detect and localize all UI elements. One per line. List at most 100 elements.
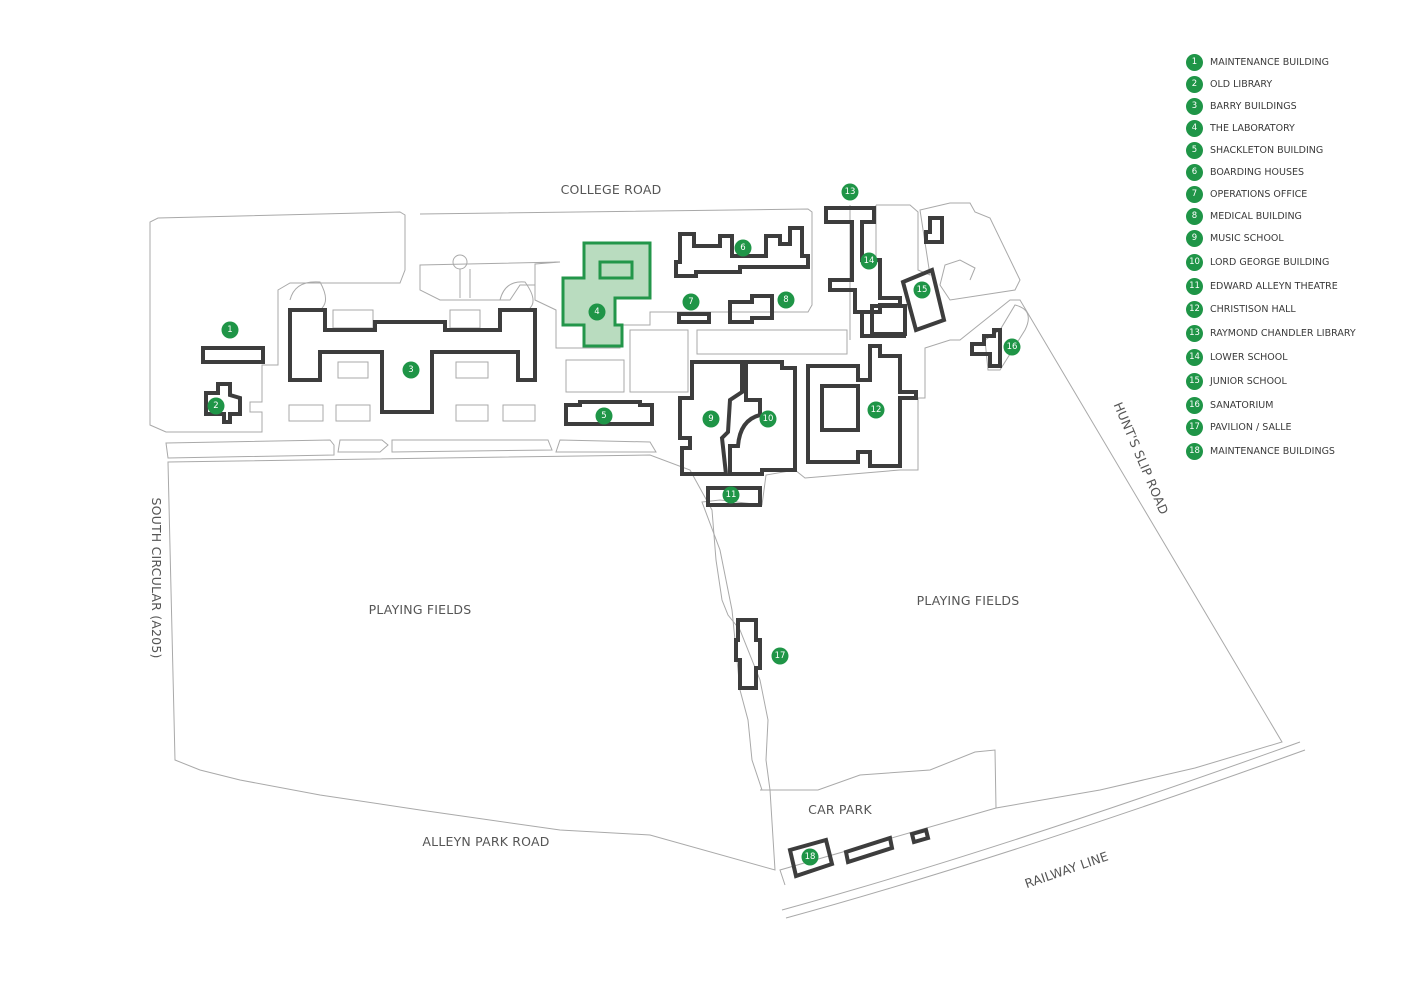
legend-item-11[interactable]: 11 EDWARD ALLEYN THEATRE xyxy=(1186,277,1338,295)
building-3-barry-buildings xyxy=(288,308,537,414)
court xyxy=(449,309,481,329)
legend-number-badge: 14 xyxy=(1186,348,1203,366)
svg-text:12: 12 xyxy=(871,405,882,415)
legend-item-9[interactable]: 9 MUSIC SCHOOL xyxy=(1186,229,1284,247)
svg-text:11: 11 xyxy=(726,490,737,500)
marker-3[interactable]: 3 xyxy=(402,361,420,379)
building-12-christison-hall xyxy=(806,344,918,468)
marker-14[interactable]: 14 xyxy=(860,252,878,270)
svg-text:13: 13 xyxy=(845,187,856,197)
site-outlines xyxy=(149,202,1306,919)
legend-number-badge: 7 xyxy=(1186,185,1203,203)
legend-number-badge: 6 xyxy=(1186,163,1203,181)
legend-number-badge: 11 xyxy=(1186,277,1203,295)
marker-4[interactable]: 4 xyxy=(588,303,606,321)
legend-number-badge: 8 xyxy=(1186,207,1203,225)
marker-10[interactable]: 10 xyxy=(759,410,777,428)
legend-number-badge: 1 xyxy=(1186,53,1203,71)
legend-number-badge: 18 xyxy=(1186,442,1203,460)
building-markers: 1 2 3 4 5 6 7 8 9 10 11 12 13 14 15 16 1… xyxy=(207,183,1021,866)
svg-text:7: 7 xyxy=(688,297,693,307)
marker-11[interactable]: 11 xyxy=(722,486,740,504)
marker-7[interactable]: 7 xyxy=(682,293,700,311)
court xyxy=(332,309,374,329)
marker-6[interactable]: 6 xyxy=(734,239,752,257)
court xyxy=(629,329,689,393)
marker-13[interactable]: 13 xyxy=(841,183,859,201)
legend-label: RAYMOND CHANDLER LIBRARY xyxy=(1210,327,1356,339)
legend-label: MUSIC SCHOOL xyxy=(1210,232,1284,244)
legend-label: LOWER SCHOOL xyxy=(1210,351,1288,363)
marker-16[interactable]: 16 xyxy=(1003,338,1021,356)
path-strip xyxy=(165,439,657,459)
building-9-music-school xyxy=(678,360,744,476)
building-4-the-laboratory-highlighted xyxy=(561,241,652,348)
quad-outline xyxy=(289,281,534,309)
legend-label: SANATORIUM xyxy=(1210,399,1274,411)
legend-number-badge: 9 xyxy=(1186,229,1203,247)
court xyxy=(337,361,369,379)
svg-text:3: 3 xyxy=(408,365,413,375)
svg-text:15: 15 xyxy=(917,285,928,295)
legend-label: EDWARD ALLEYN THEATRE xyxy=(1210,280,1338,292)
building-15-junior-school xyxy=(900,267,947,333)
roundabout xyxy=(452,254,468,270)
building-10-lord-george xyxy=(728,360,797,476)
legend-label: OLD LIBRARY xyxy=(1210,78,1273,90)
marker-5[interactable]: 5 xyxy=(595,407,613,425)
marker-17[interactable]: 17 xyxy=(771,647,789,665)
legend-number-badge: 12 xyxy=(1186,300,1203,318)
legend-label: BARRY BUILDINGS xyxy=(1210,100,1297,112)
junior-school-link xyxy=(860,312,906,338)
legend-item-14[interactable]: 14 LOWER SCHOOL xyxy=(1186,348,1288,366)
legend-item-3[interactable]: 3 BARRY BUILDINGS xyxy=(1186,97,1297,115)
legend-label: BOARDING HOUSES xyxy=(1210,166,1305,178)
legend-item-6[interactable]: 6 BOARDING HOUSES xyxy=(1186,163,1304,181)
legend-item-13[interactable]: 13 RAYMOND CHANDLER LIBRARY xyxy=(1186,324,1356,342)
marker-12[interactable]: 12 xyxy=(867,401,885,419)
svg-text:2: 2 xyxy=(213,401,218,411)
legend-number-badge: 5 xyxy=(1186,141,1203,159)
svg-text:8: 8 xyxy=(783,295,788,305)
legend-number-badge: 17 xyxy=(1186,418,1203,436)
marker-2[interactable]: 2 xyxy=(207,397,225,415)
legend-number-badge: 4 xyxy=(1186,119,1203,137)
svg-text:1: 1 xyxy=(227,325,232,335)
marker-8[interactable]: 8 xyxy=(777,291,795,309)
area-label-car-park: CAR PARK xyxy=(808,802,872,817)
legend-number-badge: 3 xyxy=(1186,97,1203,115)
marker-9[interactable]: 9 xyxy=(702,410,720,428)
drive xyxy=(459,269,471,298)
legend-label: JUNIOR SCHOOL xyxy=(1210,375,1287,387)
marker-18[interactable]: 18 xyxy=(801,848,819,866)
railway-line xyxy=(781,741,1306,919)
svg-text:6: 6 xyxy=(740,243,745,253)
area-label-playing-fields-west: PLAYING FIELDS xyxy=(369,602,472,617)
svg-text:14: 14 xyxy=(864,256,875,266)
svg-text:17: 17 xyxy=(775,651,786,661)
building-17-pavilion xyxy=(734,618,762,690)
court xyxy=(696,329,848,355)
building-5-shackleton xyxy=(564,400,654,426)
area-label-playing-fields-east: PLAYING FIELDS xyxy=(917,593,1020,608)
legend-number-badge: 13 xyxy=(1186,324,1203,342)
marker-15[interactable]: 15 xyxy=(913,281,931,299)
north-grounds-outline xyxy=(419,208,813,349)
marker-1[interactable]: 1 xyxy=(221,321,239,339)
buildings xyxy=(201,206,1002,879)
west-playing-fields-outline xyxy=(167,454,776,871)
court xyxy=(455,404,489,422)
